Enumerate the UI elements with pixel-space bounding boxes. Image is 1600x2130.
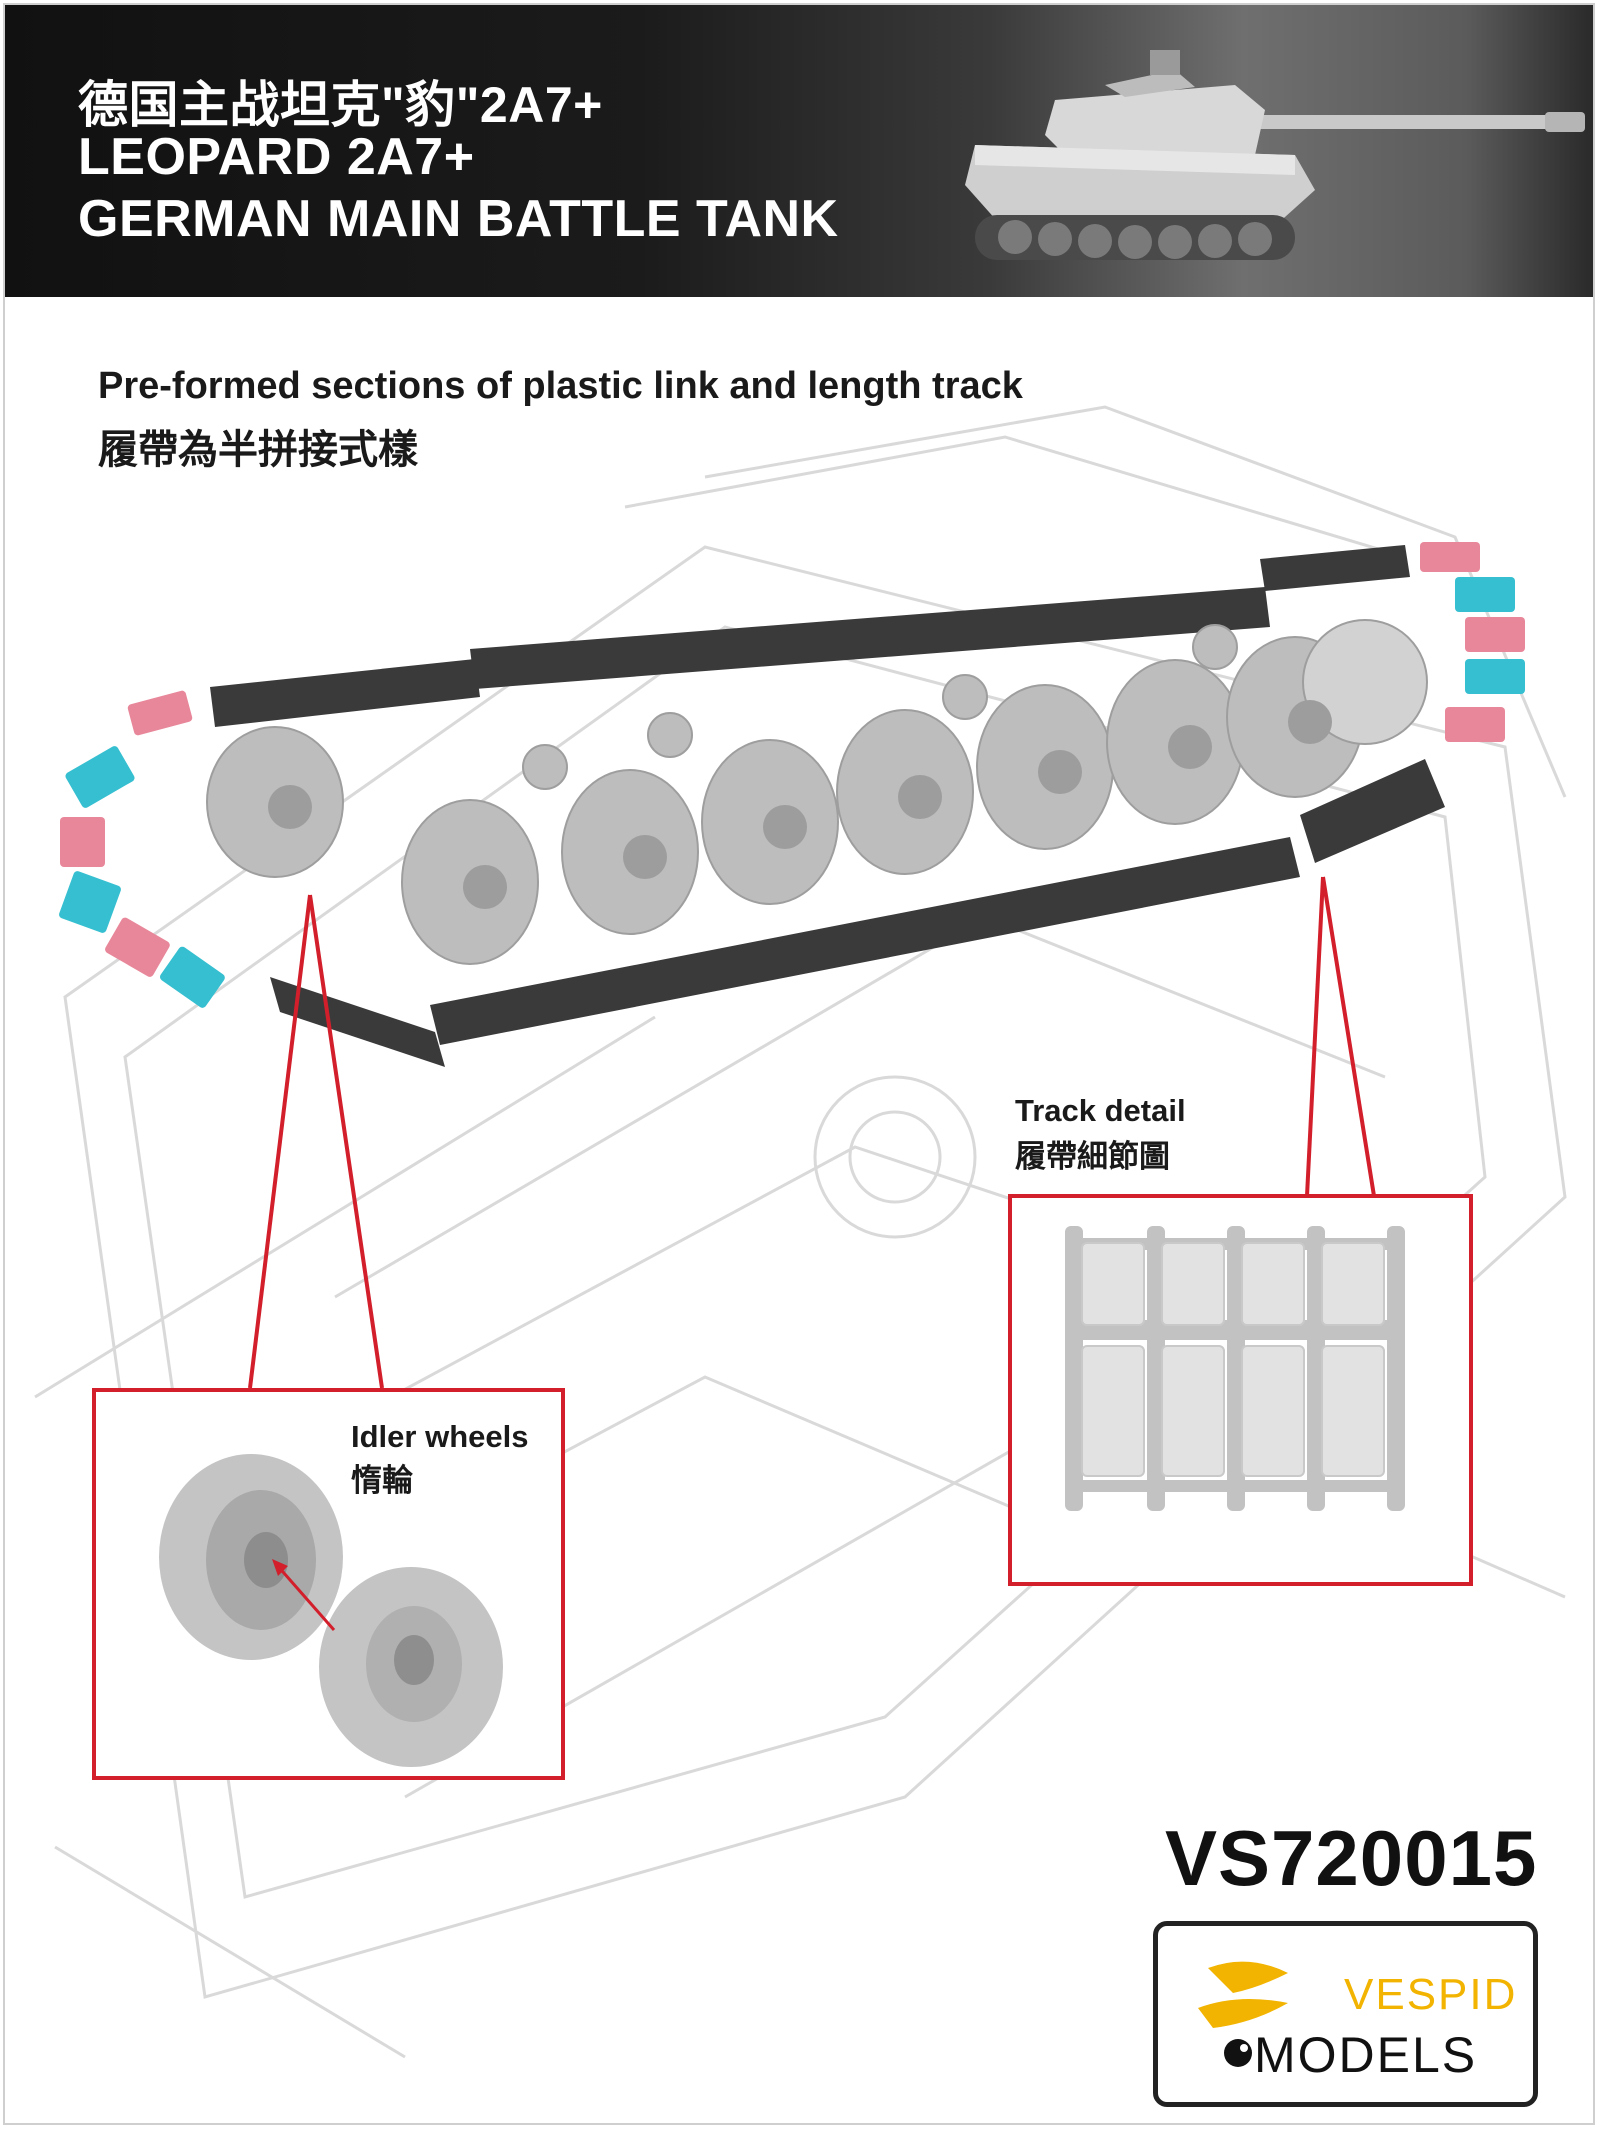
wasp-logo-icon (1198, 1961, 1288, 2067)
product-sheet: 德国主战坦克"豹"2A7+ LEOPARD 2A7+ GERMAN MAIN B… (3, 3, 1595, 2125)
idler-wheels-image (159, 1454, 503, 1767)
brand-logo: VESPID MODELS (1153, 1921, 1538, 2107)
title-english: LEOPARD 2A7+ (78, 128, 475, 186)
tank-blueprint-illustration (34, 405, 1567, 2059)
title-subtitle: GERMAN MAIN BATTLE TANK (78, 190, 839, 248)
title-chinese: 德国主战坦克"豹"2A7+ (78, 77, 603, 133)
track-detail-label: Track detail (1015, 1093, 1186, 1128)
idler-wheels-callout: Idler wheels 惰輪 (92, 1388, 565, 1780)
section-heading: Pre-formed sections of plastic link and … (98, 365, 1023, 407)
header-banner: 德国主战坦克"豹"2A7+ LEOPARD 2A7+ GERMAN MAIN B… (5, 5, 1593, 297)
idler-wheels-label-chinese: 惰輪 (351, 1463, 413, 1498)
track-detail-image (1065, 1226, 1405, 1511)
track-detail-callout (1008, 1194, 1473, 1586)
tank-render-image (965, 50, 1585, 260)
section-heading-chinese: 履帶為半拼接式樣 (98, 428, 418, 472)
logo-text-models: MODELS (1254, 2027, 1478, 2083)
logo-text-vespid: VESPID (1344, 1970, 1518, 2019)
track-detail-label-chinese: 履帶細節圖 (1015, 1139, 1170, 1174)
idler-wheels-label: Idler wheels (351, 1419, 529, 1454)
product-code: VS720015 (1165, 1814, 1538, 1902)
